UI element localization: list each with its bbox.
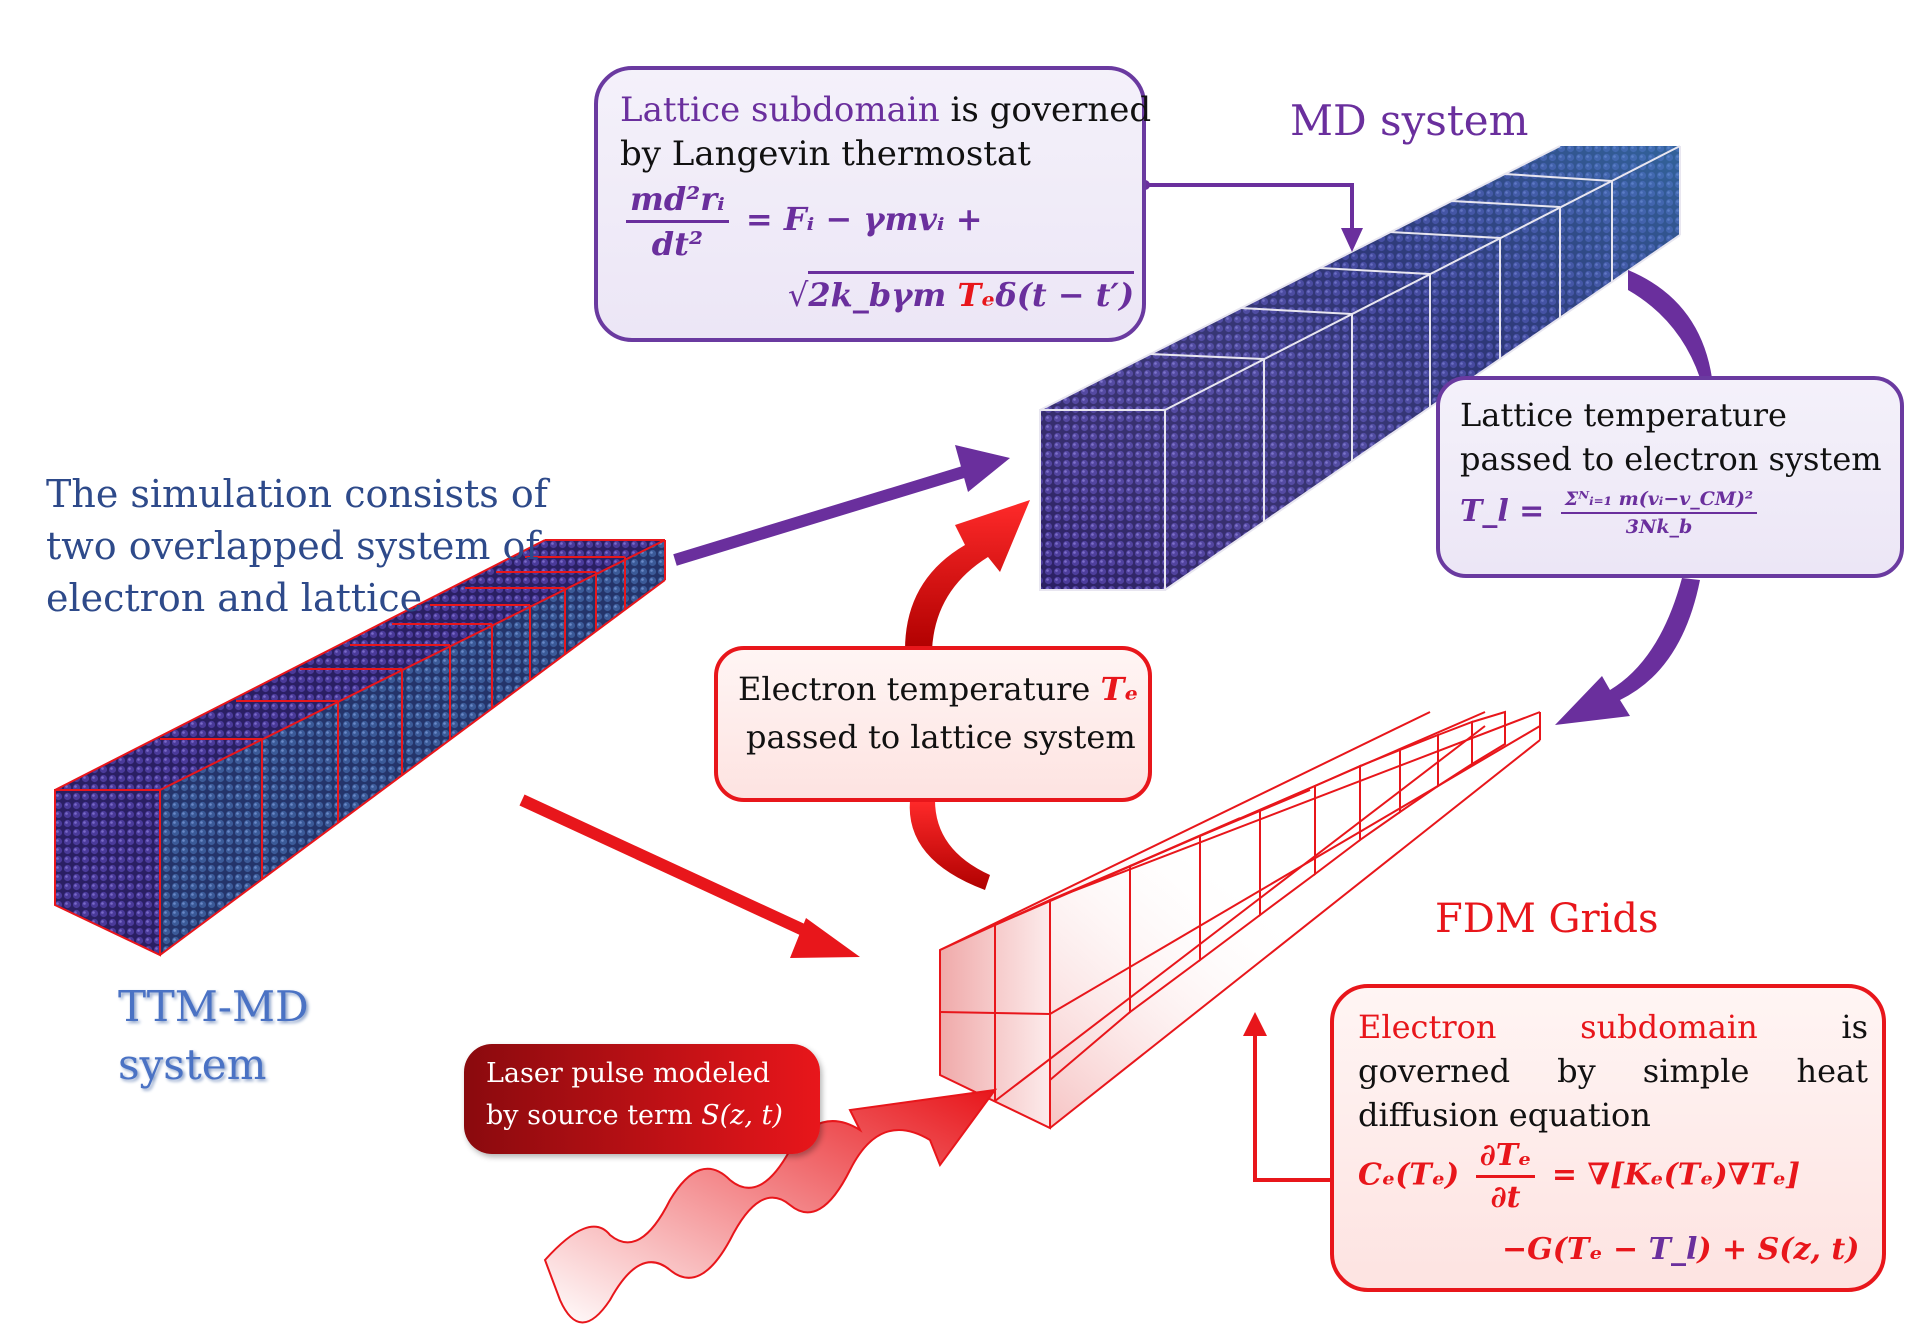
- left-caption-line-2: two overlapped system of: [46, 524, 540, 568]
- arrow-to-md-system: [673, 445, 1010, 566]
- electron-temp-line-1a: Electron temperature: [738, 670, 1101, 708]
- laser-line-2a: by source term: [486, 1100, 702, 1131]
- langevin-lhs-den: dt²: [651, 225, 703, 263]
- laser-pulse-box: Laser pulse modeled by source term S(z, …: [464, 1044, 820, 1154]
- langevin-rhs-1: = Fᵢ − γmvᵢ +: [745, 200, 983, 238]
- curved-arrow-electron-to-lattice: [905, 500, 1030, 890]
- laser-wave-arrow: [543, 1088, 998, 1324]
- curved-arrow-md-to-lattice-temp: [1628, 270, 1712, 378]
- electron-temp-te: Tₑ: [1100, 670, 1139, 708]
- lattice-temp-num: Σᴺᵢ₌₁ m(vᵢ−v_CM)²: [1560, 488, 1758, 514]
- ttm-md-label-line-2: system: [118, 1040, 267, 1089]
- is-word: is: [1841, 1008, 1868, 1046]
- sqrt-te: Tₑ: [957, 276, 996, 314]
- laser-line-2: by source term S(z, t): [486, 1100, 783, 1131]
- langevin-equation: md²rᵢ dt² = Fᵢ − γmvᵢ +: [620, 180, 983, 263]
- word-simple: simple: [1642, 1052, 1750, 1090]
- heat-eq-rhs: = ∇[Kₑ(Tₑ)∇Tₑ]: [1551, 1157, 1801, 1193]
- ttm-md-bar: [54, 539, 666, 957]
- electron-subdomain-box: Electron subdomain is governed by simple…: [1330, 984, 1886, 1292]
- lattice-subdomain-box: Lattice subdomain is governed by Langevi…: [594, 66, 1151, 342]
- curved-arrow-to-fdm: [1555, 578, 1700, 725]
- langevin-lhs-fraction: md²rᵢ dt²: [626, 180, 729, 263]
- lattice-temp-lhs: T_l =: [1460, 494, 1545, 529]
- sqrt-content: 2k_bγm Tₑδ(t − t′): [808, 271, 1135, 314]
- electron-word: Electron: [1358, 1008, 1497, 1046]
- electron-box-connector: [1243, 1012, 1340, 1185]
- ttm-md-label-line-1: TTM-MD: [118, 982, 309, 1031]
- heat-equation-line-1: Cₑ(Tₑ) ∂Tₑ ∂t = ∇[Kₑ(Tₑ)∇Tₑ]: [1358, 1138, 1800, 1215]
- laser-source-term: S(z, t): [701, 1100, 783, 1131]
- left-caption: The simulation consists of two overlappe…: [46, 468, 548, 624]
- lattice-temp-line-2: passed to electron system: [1460, 440, 1882, 478]
- electron-temp-line-2: passed to lattice system: [746, 718, 1136, 756]
- md-system-label: MD system: [1290, 96, 1529, 145]
- electron-box-line-2: governed by simple heat: [1358, 1052, 1868, 1090]
- lattice-temp-fraction: Σᴺᵢ₌₁ m(vᵢ−v_CM)² 3Nk_b: [1560, 488, 1758, 538]
- lattice-temp-line-1: Lattice temperature: [1460, 396, 1787, 434]
- sqrt-part-b: δ(t − t′): [995, 276, 1135, 314]
- electron-box-line-1: Electron subdomain is: [1358, 1008, 1868, 1046]
- lattice-box-connector: [1140, 180, 1363, 252]
- langevin-sqrt-term: √2k_bγm Tₑδ(t − t′): [788, 271, 1135, 314]
- lattice-box-lead-rest: is governed: [939, 90, 1152, 130]
- subdomain-word: subdomain: [1580, 1008, 1758, 1046]
- heat-eq-ce: Cₑ(Tₑ): [1358, 1157, 1460, 1193]
- sqrt-part-a: 2k_bγm: [808, 276, 958, 314]
- heat-eq2-tl: T_l: [1648, 1232, 1698, 1267]
- fdm-grids: [939, 710, 1541, 1130]
- electron-temperature-box: Electron temperature Tₑ passed to lattic…: [714, 646, 1152, 802]
- langevin-lhs-num: md²rᵢ: [626, 180, 729, 223]
- heat-eq-fraction: ∂Tₑ ∂t: [1475, 1138, 1536, 1215]
- heat-eq2-a: −G(Tₑ −: [1502, 1232, 1649, 1267]
- electron-temp-line-1: Electron temperature Tₑ: [738, 670, 1139, 708]
- lattice-subdomain-term: Lattice subdomain: [620, 90, 940, 130]
- arrow-to-fdm-grids: [519, 794, 860, 958]
- md-system-bar: [1039, 145, 1681, 591]
- word-by: by: [1557, 1052, 1596, 1090]
- heat-eq2-b: ) + S(z, t): [1697, 1232, 1860, 1267]
- heat-equation-line-2: −G(Tₑ − T_l) + S(z, t): [1502, 1232, 1859, 1267]
- lattice-temp-equation: T_l = Σᴺᵢ₌₁ m(vᵢ−v_CM)² 3Nk_b: [1460, 488, 1763, 538]
- ttm-md-label: TTM-MD system: [118, 978, 309, 1094]
- heat-eq-num: ∂Tₑ: [1475, 1138, 1536, 1178]
- electron-box-line-3: diffusion equation: [1358, 1096, 1651, 1134]
- word-heat: heat: [1796, 1052, 1868, 1090]
- lattice-box-line-1: Lattice subdomain is governed: [620, 90, 1151, 130]
- sqrt-symbol: √: [788, 276, 809, 314]
- laser-line-1: Laser pulse modeled: [486, 1058, 771, 1089]
- word-governed: governed: [1358, 1052, 1511, 1090]
- left-caption-line-1: The simulation consists of: [46, 472, 548, 516]
- lattice-box-line-2: by Langevin thermostat: [620, 134, 1031, 174]
- heat-eq-den: ∂t: [1490, 1180, 1521, 1215]
- fdm-grids-label: FDM Grids: [1435, 896, 1659, 942]
- lattice-temp-den: 3Nk_b: [1625, 516, 1693, 538]
- lattice-temperature-box: Lattice temperature passed to electron s…: [1436, 376, 1904, 578]
- left-caption-line-3: electron and lattice: [46, 576, 423, 620]
